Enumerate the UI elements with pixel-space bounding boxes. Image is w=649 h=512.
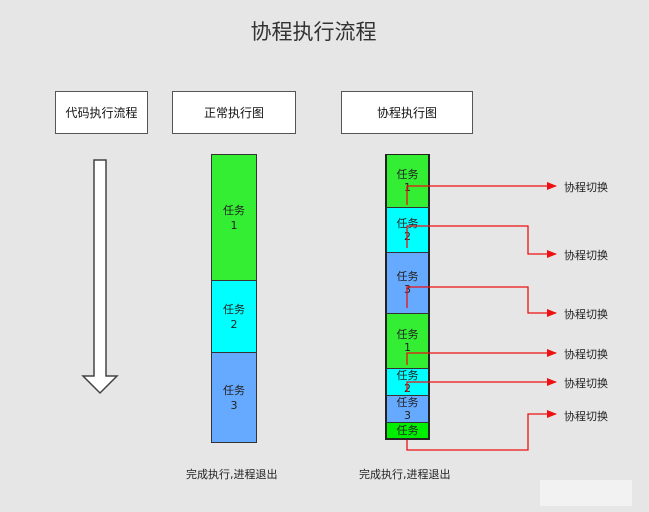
switch-arrow-6: [406, 410, 557, 451]
normal-task-3: 任务 3: [211, 352, 257, 443]
header-coroutine-flow-label: 协程执行图: [376, 106, 437, 120]
diagram-title: 协程执行流程: [250, 20, 377, 44]
coroutine-task-6-num: 3: [404, 409, 411, 422]
coroutine-column-top: [385, 154, 430, 155]
switch-arrow-3: [406, 286, 557, 317]
watermark-blur: [540, 480, 632, 506]
coroutine-task-4-name: 任务: [396, 328, 419, 341]
switch-arrow-2: [406, 225, 557, 258]
switch-label-6: 协程切换: [564, 410, 608, 423]
switch-label-3: 协程切换: [564, 308, 608, 321]
coroutine-task-7: 任务: [385, 423, 430, 440]
normal-task-2: 任务 2: [211, 280, 257, 353]
coroutine-task-2-name: 任务: [396, 217, 419, 230]
coroutine-task-4-num: 1: [404, 341, 411, 354]
switch-arrow-5: [406, 378, 557, 392]
normal-task-3-num: 3: [230, 398, 238, 412]
switch-label-4: 协程切换: [564, 348, 608, 361]
coroutine-task-6: 任务 3: [385, 396, 430, 423]
switch-label-1: 协程切换: [564, 181, 608, 194]
header-normal-flow: 正常执行图: [172, 91, 296, 134]
header-code-flow-label: 代码执行流程: [65, 106, 138, 120]
switch-arrow-4: [406, 349, 557, 365]
header-code-flow: 代码执行流程: [55, 91, 148, 134]
coroutine-task-7-name: 任务: [396, 424, 419, 437]
switch-label-2: 协程切换: [564, 249, 608, 262]
normal-task-1-name: 任务: [223, 203, 245, 217]
normal-task-2-num: 2: [230, 317, 238, 331]
switch-arrow-1: [406, 182, 557, 205]
coroutine-task-4: 任务 1: [385, 314, 430, 369]
normal-task-1-num: 1: [230, 218, 238, 232]
normal-footer: 完成执行,进程退出: [186, 468, 278, 481]
normal-task-3-name: 任务: [223, 383, 245, 397]
switch-label-5: 协程切换: [564, 377, 608, 390]
coroutine-task-3-name: 任务: [396, 270, 419, 283]
header-coroutine-flow: 协程执行图: [341, 91, 473, 134]
normal-task-2-name: 任务: [223, 302, 245, 316]
coroutine-footer: 完成执行,进程退出: [359, 468, 451, 481]
coroutine-task-6-name: 任务: [396, 396, 419, 409]
header-normal-flow-label: 正常执行图: [203, 106, 264, 120]
coroutine-task-1-name: 任务: [396, 168, 419, 181]
coroutine-task-5-name: 任务: [396, 369, 419, 382]
